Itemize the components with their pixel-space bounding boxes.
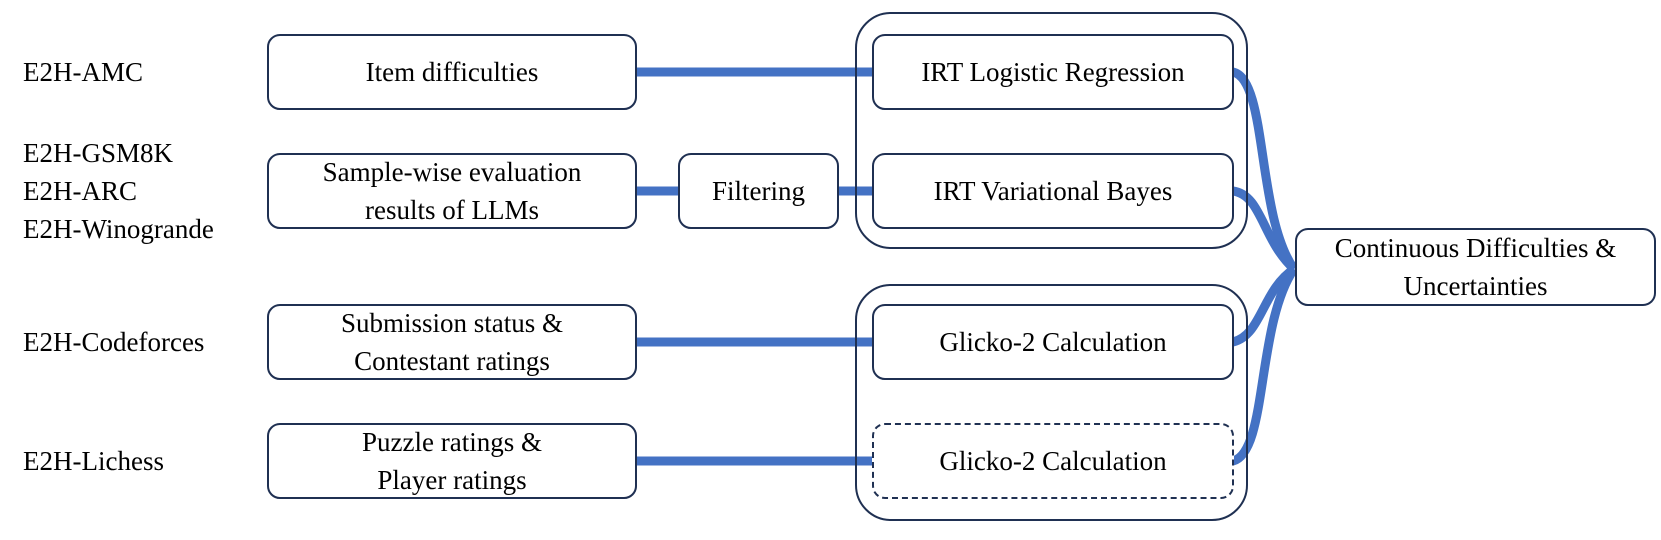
link-irt-vb-to-output (1231, 186, 1298, 273)
irt-group (855, 12, 1248, 249)
irt-vb-label: IRT Variational Bayes (933, 176, 1173, 206)
samplewise-line-1: Sample-wise evaluation (322, 157, 582, 187)
source-amc: E2H-AMC (23, 57, 143, 87)
link-irt-lr-to-output (1231, 67, 1298, 272)
continuous-difficulties-box: Continuous Difficulties & Uncertainties (1295, 228, 1656, 306)
samplewise-line-2: results of LLMs (365, 195, 539, 225)
item-difficulties-box: Item difficulties (267, 34, 637, 110)
filtering-label: Filtering (712, 176, 805, 206)
submission-line-1: Submission status & (340, 308, 564, 338)
glicko-cf-label: Glicko-2 Calculation (939, 327, 1167, 357)
irt-logistic-regression-box: IRT Logistic Regression (872, 34, 1234, 110)
source-gsm8k: E2H-GSM8K (23, 138, 174, 168)
glicko-lichess-box: Glicko-2 Calculation (872, 423, 1234, 499)
source-lichess: E2H-Lichess (23, 446, 164, 476)
puzzle-ratings-box: Puzzle ratings & Player ratings (267, 423, 637, 499)
source-codeforces: E2H-Codeforces (23, 327, 205, 357)
irt-variational-bayes-box: IRT Variational Bayes (872, 153, 1234, 229)
source-winogrande: E2H-Winogrande (23, 214, 214, 244)
glicko-lichess-label: Glicko-2 Calculation (939, 446, 1167, 476)
output-line-1: Continuous Difficulties & (1334, 233, 1617, 263)
item-difficulties-line-1: Item difficulties (365, 57, 539, 87)
source-arc: E2H-ARC (23, 176, 137, 206)
glicko-group (855, 284, 1248, 521)
glicko-codeforces-box: Glicko-2 Calculation (872, 304, 1234, 380)
puzzle-line-1: Puzzle ratings & (362, 427, 542, 457)
irt-lr-label: IRT Logistic Regression (921, 57, 1185, 87)
submission-line-2: Contestant ratings (354, 346, 550, 376)
output-line-2: Uncertainties (1403, 271, 1548, 301)
puzzle-line-2: Player ratings (377, 465, 527, 495)
link-glicko-lichess-to-output (1231, 266, 1298, 466)
submission-status-box: Submission status & Contestant ratings (267, 304, 637, 380)
filtering-box: Filtering (678, 153, 839, 229)
samplewise-results-box: Sample-wise evaluation results of LLMs (267, 153, 637, 229)
